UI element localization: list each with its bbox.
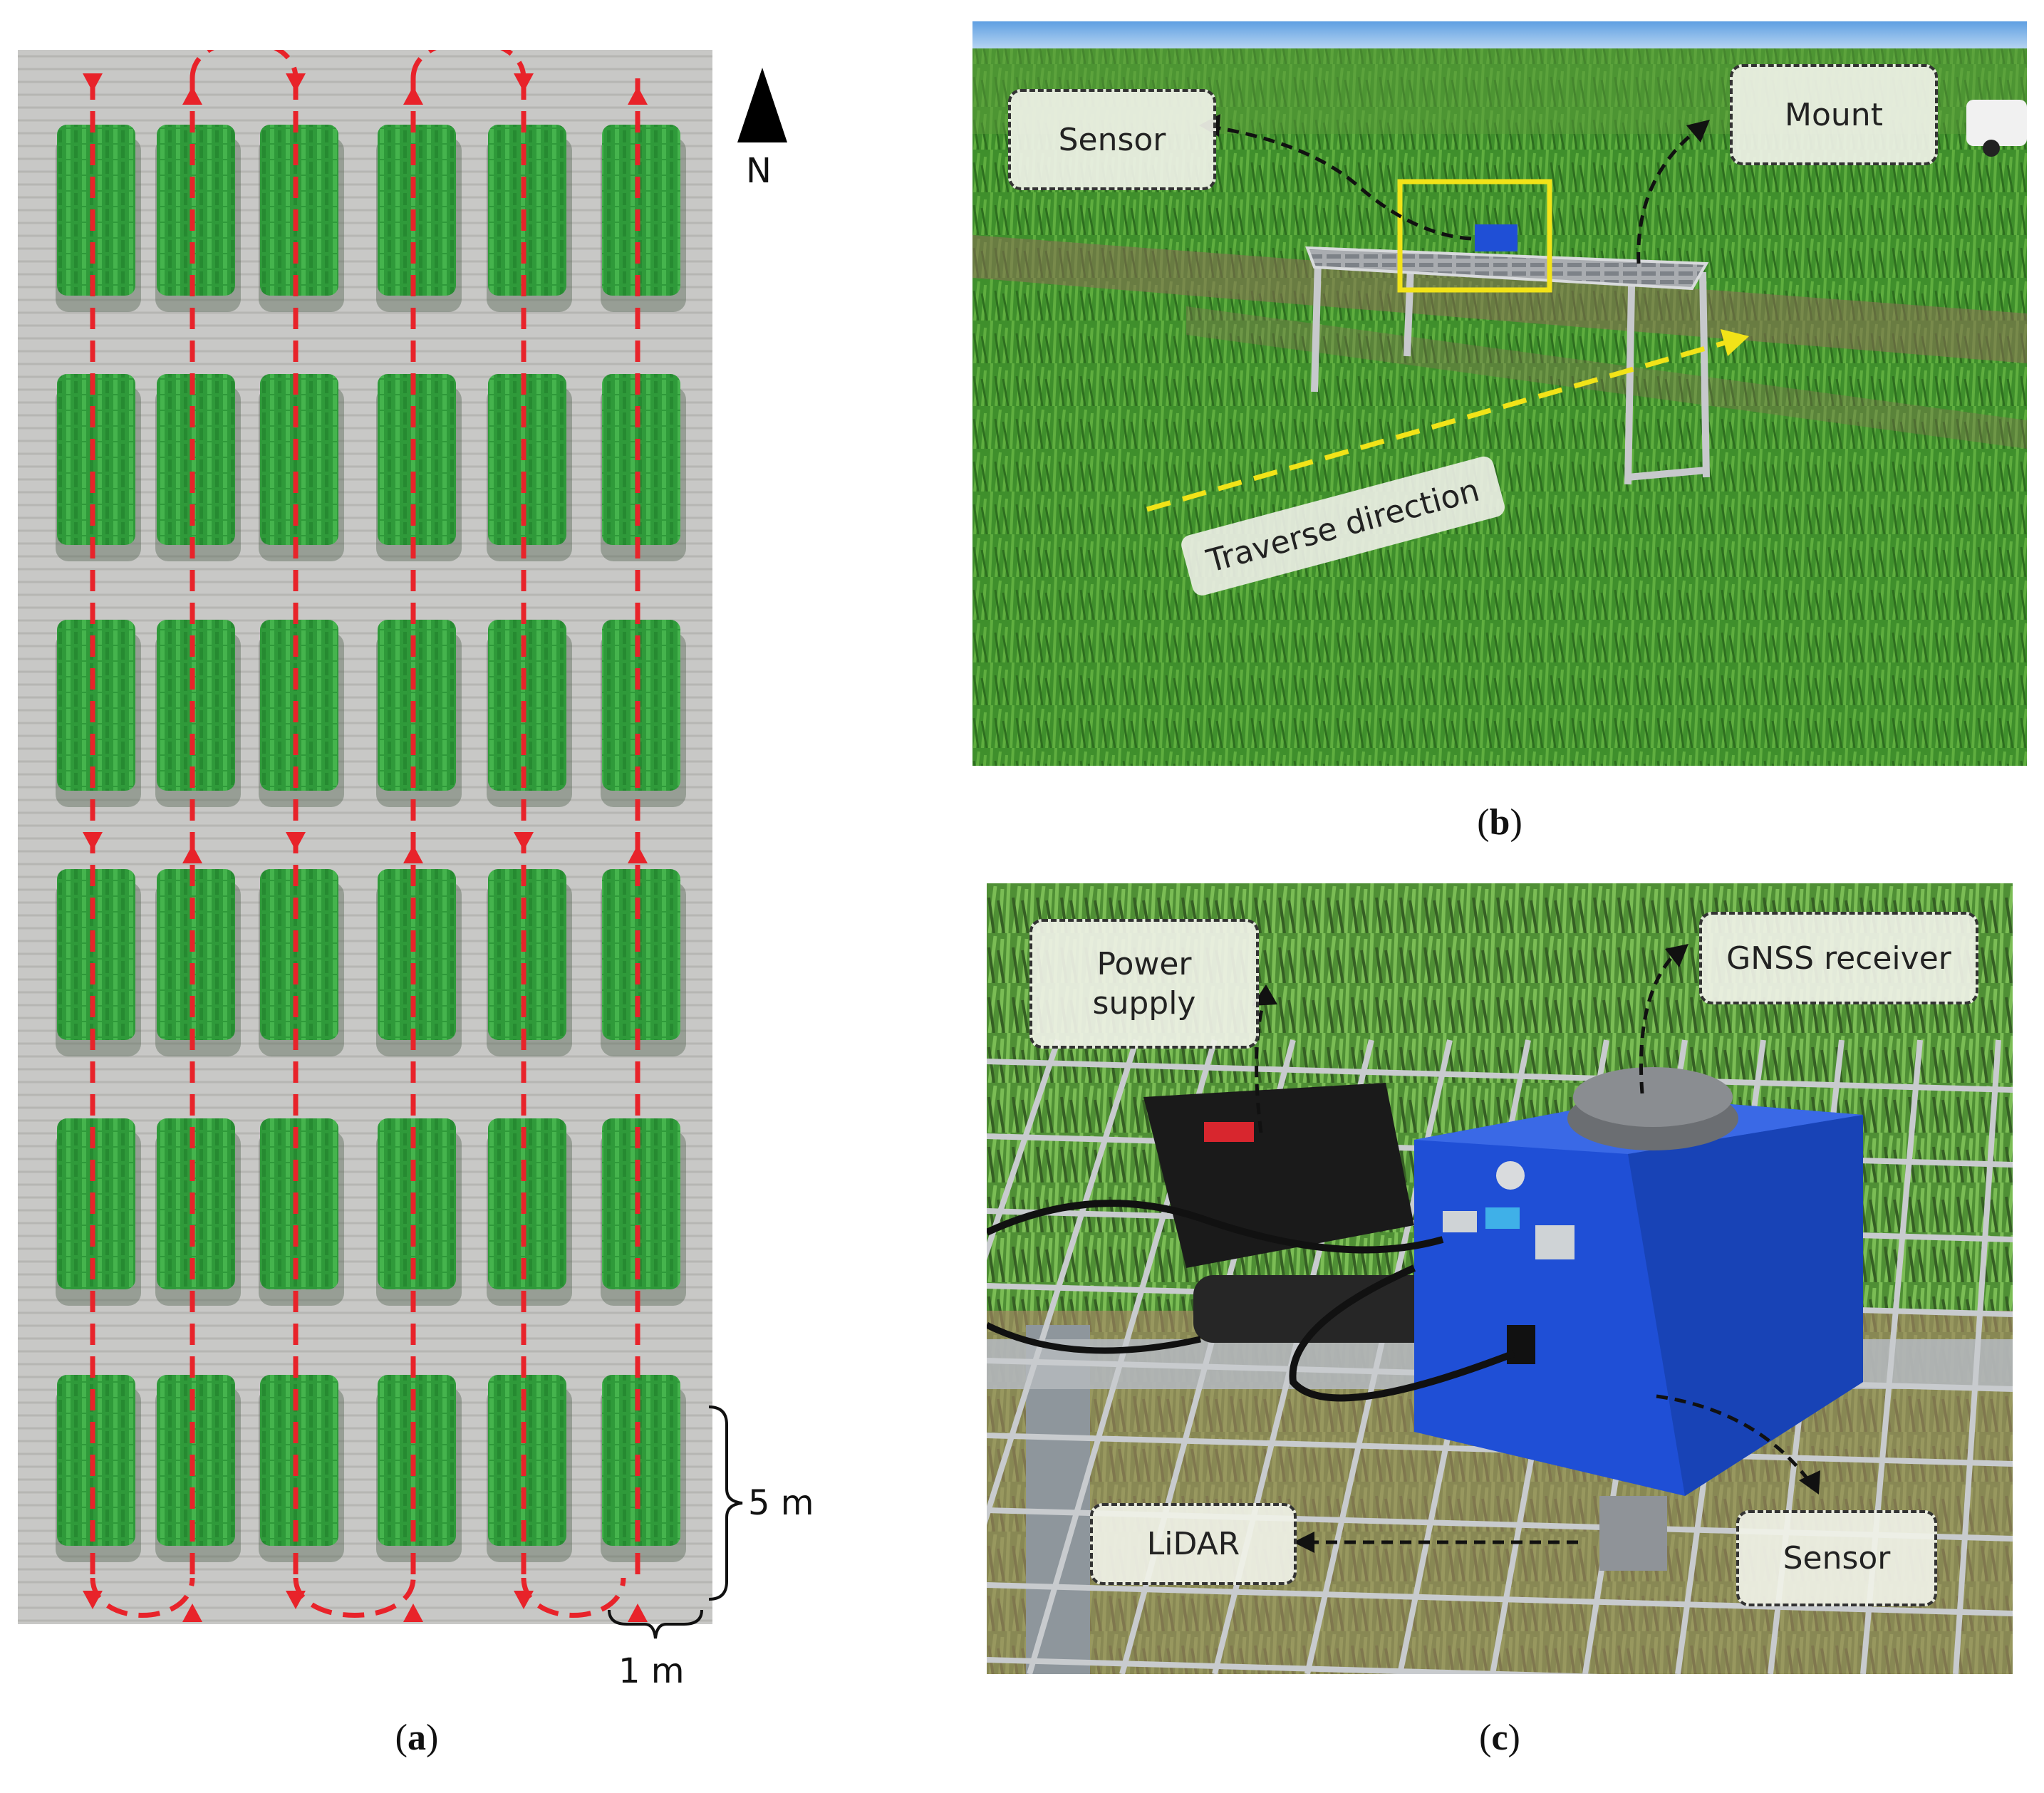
crop-plot — [157, 374, 235, 545]
mesh-platform — [1305, 246, 1709, 291]
arrow-up-icon — [182, 86, 202, 105]
crop-plot — [488, 620, 566, 791]
crop-plot — [157, 620, 235, 791]
crop-plot — [602, 125, 680, 296]
crop-plot — [488, 869, 566, 1040]
callout-lidar: LiDAR — [1090, 1503, 1297, 1585]
crop-plot — [57, 1118, 135, 1289]
mount-frame — [1311, 259, 1710, 485]
arrowhead-icon — [1686, 120, 1710, 142]
lidar-unit — [1599, 1496, 1667, 1571]
traverse-loop — [521, 1577, 626, 1618]
crop-plot — [260, 374, 338, 545]
traverse-path-group — [83, 50, 648, 1622]
aerial-map-graphic — [18, 50, 712, 1624]
arrow-down-icon — [286, 832, 306, 851]
arrow-down-icon — [514, 73, 534, 92]
arrow-up-icon — [403, 86, 423, 105]
crop-plot — [260, 869, 338, 1040]
scale-label-horizontal: 1 m — [618, 1651, 685, 1691]
mesh-wire — [987, 1039, 1061, 1261]
mesh-wire — [987, 1039, 1139, 1525]
panel-b-field-photo: Sensor Mount Traverse direction — [972, 21, 2027, 766]
sensor-highlight-box — [1397, 179, 1552, 293]
crop-plot — [602, 620, 680, 791]
arrow-down-icon — [514, 832, 534, 851]
traverse-arrowhead-icon — [1721, 329, 1749, 356]
caption-a: (a) — [395, 1717, 439, 1758]
callout-gnss-receiver: GNSS receiver — [1699, 912, 1978, 1004]
arrow-down-icon — [83, 832, 103, 851]
mesh-wire — [987, 1582, 2013, 1616]
mesh-wire — [987, 1657, 1603, 1674]
scale-bracket-horizontal — [608, 1609, 703, 1639]
crop-plot — [260, 125, 338, 296]
mesh-wire — [987, 1059, 2013, 1093]
crop-plot — [488, 1375, 566, 1546]
arrowhead-icon — [1799, 1470, 1820, 1495]
arrow-up-icon — [628, 1604, 648, 1622]
crop-plot — [57, 869, 135, 1040]
arrow-up-icon — [403, 1604, 423, 1622]
power-bank — [1193, 1275, 1436, 1343]
arrow-down-icon — [286, 73, 306, 92]
crop-plot — [378, 620, 456, 791]
panel-a-aerial-map — [18, 50, 712, 1624]
crop-plot — [260, 620, 338, 791]
panel-c-device-photo: Power supply GNSS receiver LiDAR Sensor — [987, 883, 2013, 1674]
mesh-wire — [1953, 1039, 2001, 1674]
caption-c: (c) — [1479, 1717, 1520, 1758]
callout-power-supply: Power supply — [1029, 919, 1259, 1049]
crop-plot — [602, 1375, 680, 1546]
crop-plots-group — [56, 125, 686, 1562]
callout-mount: Mount — [1730, 64, 1938, 165]
crop-plot — [157, 869, 235, 1040]
crop-plot — [260, 1118, 338, 1289]
crop-plot — [57, 1375, 135, 1546]
traverse-loop — [410, 50, 526, 79]
crop-plot — [378, 1375, 456, 1546]
traverse-arrow — [1146, 339, 1728, 512]
north-label: N — [746, 151, 772, 191]
crop-plot — [488, 125, 566, 296]
crop-plot — [378, 1118, 456, 1289]
crop-plot — [602, 374, 680, 545]
arrow-up-icon — [182, 1604, 202, 1622]
arrowhead-icon — [1665, 944, 1688, 967]
north-arrow-icon — [737, 68, 787, 142]
arrow-down-icon — [83, 73, 103, 92]
crop-plot — [378, 374, 456, 545]
caption-b: (b) — [1477, 802, 1522, 843]
arrow-up-icon — [182, 845, 202, 863]
traverse-loop — [90, 1577, 195, 1618]
scale-label-vertical: 5 m — [748, 1483, 814, 1523]
crop-plot — [378, 125, 456, 296]
crop-plot — [57, 374, 135, 545]
crop-plot — [260, 1375, 338, 1546]
callout-sensor-c: Sensor — [1736, 1510, 1937, 1606]
arrowhead-icon — [1293, 1532, 1314, 1553]
crop-plot — [157, 1375, 235, 1546]
crop-plot — [157, 1118, 235, 1289]
crop-plot — [57, 125, 135, 296]
traverse-loop — [293, 1577, 416, 1618]
crop-plot — [602, 1118, 680, 1289]
arrow-up-icon — [403, 845, 423, 863]
crop-plot — [602, 869, 680, 1040]
crop-plot — [157, 125, 235, 296]
scale-bracket-vertical — [708, 1405, 743, 1601]
arrow-up-icon — [628, 86, 648, 105]
crop-plot — [57, 620, 135, 791]
vehicle — [1966, 100, 2027, 146]
arrow-up-icon — [628, 845, 648, 863]
crop-plot — [488, 374, 566, 545]
traverse-loop — [190, 50, 299, 79]
callout-sensor-b: Sensor — [1008, 89, 1216, 190]
crop-plot — [378, 869, 456, 1040]
sensor-box — [1475, 224, 1518, 251]
crop-plot — [488, 1118, 566, 1289]
